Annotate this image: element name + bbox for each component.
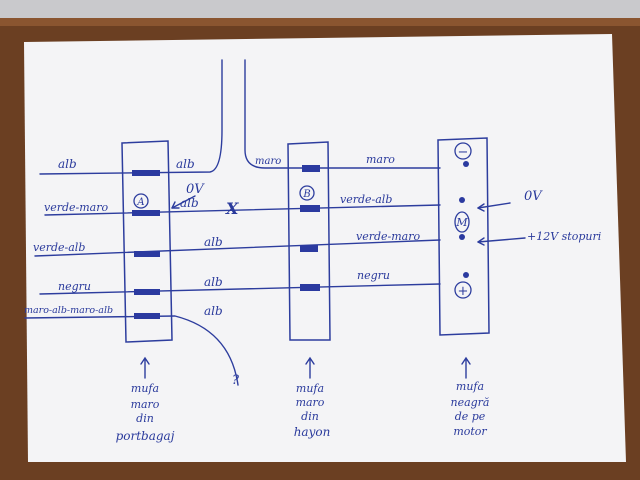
caption-line: din: [136, 412, 154, 425]
wire-label: verde-alb: [33, 241, 85, 254]
connector-pins: [132, 161, 469, 319]
connector-b-label: B: [302, 189, 310, 200]
wire-label: verde-maro: [356, 230, 420, 243]
paper-sheet: [24, 34, 626, 462]
wire-label: alb: [176, 157, 195, 171]
connector-m-label: M: [455, 216, 468, 229]
caption-connector-b: mufa maro din hayon: [294, 382, 331, 439]
wire-label: verde-alb: [340, 193, 392, 206]
zero-volt-note: 0V: [186, 182, 205, 197]
wire-label: negru: [357, 269, 390, 282]
caption-line: de pe: [455, 410, 486, 423]
cut-mark: X: [225, 199, 239, 218]
connector-a-box: [121, 140, 173, 343]
wire-label: alb: [204, 275, 223, 289]
caption-connector-a: mufa maro din portbagaj: [116, 382, 175, 443]
wire-label: maro: [366, 153, 395, 166]
caption-line: mufa: [456, 380, 484, 393]
wire-label: alb: [180, 196, 199, 210]
wire-label: alb: [204, 304, 223, 318]
connector-a-label: A: [136, 197, 144, 208]
plus-symbol: +: [458, 284, 469, 299]
wire-label: alb: [58, 157, 77, 171]
connector-m-box: [437, 137, 490, 336]
unknown-mark: ?: [232, 373, 240, 388]
wire-label: verde-maro: [44, 201, 108, 214]
wire-label: alb: [204, 235, 223, 249]
wires: [24, 59, 526, 386]
caption-line: mufa: [296, 382, 324, 395]
wire-label: maro: [255, 156, 281, 167]
caption-line: hayon: [294, 425, 331, 439]
caption-line: mufa: [131, 382, 159, 395]
caption-connector-m: mufa neagră de pe motor: [450, 380, 489, 438]
caption-line: portbagaj: [116, 429, 175, 443]
caption-line: din: [301, 410, 319, 423]
connector-b-symbol: [299, 185, 315, 201]
connector-b-box: [287, 141, 331, 341]
caption-line: maro: [296, 396, 325, 409]
wire-label: negru: [58, 280, 91, 293]
connector-a-symbol: [133, 193, 149, 209]
table-edge: [0, 18, 640, 26]
minus-terminal-icon: [454, 142, 472, 160]
caption-line: neagră: [450, 396, 489, 409]
connector-m-symbol: [454, 211, 470, 233]
stop-lights-note: +12V stopuri: [527, 230, 601, 243]
wire-label: maro-alb-maro-alb: [24, 305, 113, 316]
caption-line: maro: [131, 398, 160, 411]
background-wall: [0, 0, 640, 22]
caption-line: motor: [453, 425, 487, 438]
zero-volt-note: 0V: [524, 189, 543, 204]
minus-symbol: −: [458, 145, 469, 160]
plus-terminal-icon: [454, 281, 472, 299]
